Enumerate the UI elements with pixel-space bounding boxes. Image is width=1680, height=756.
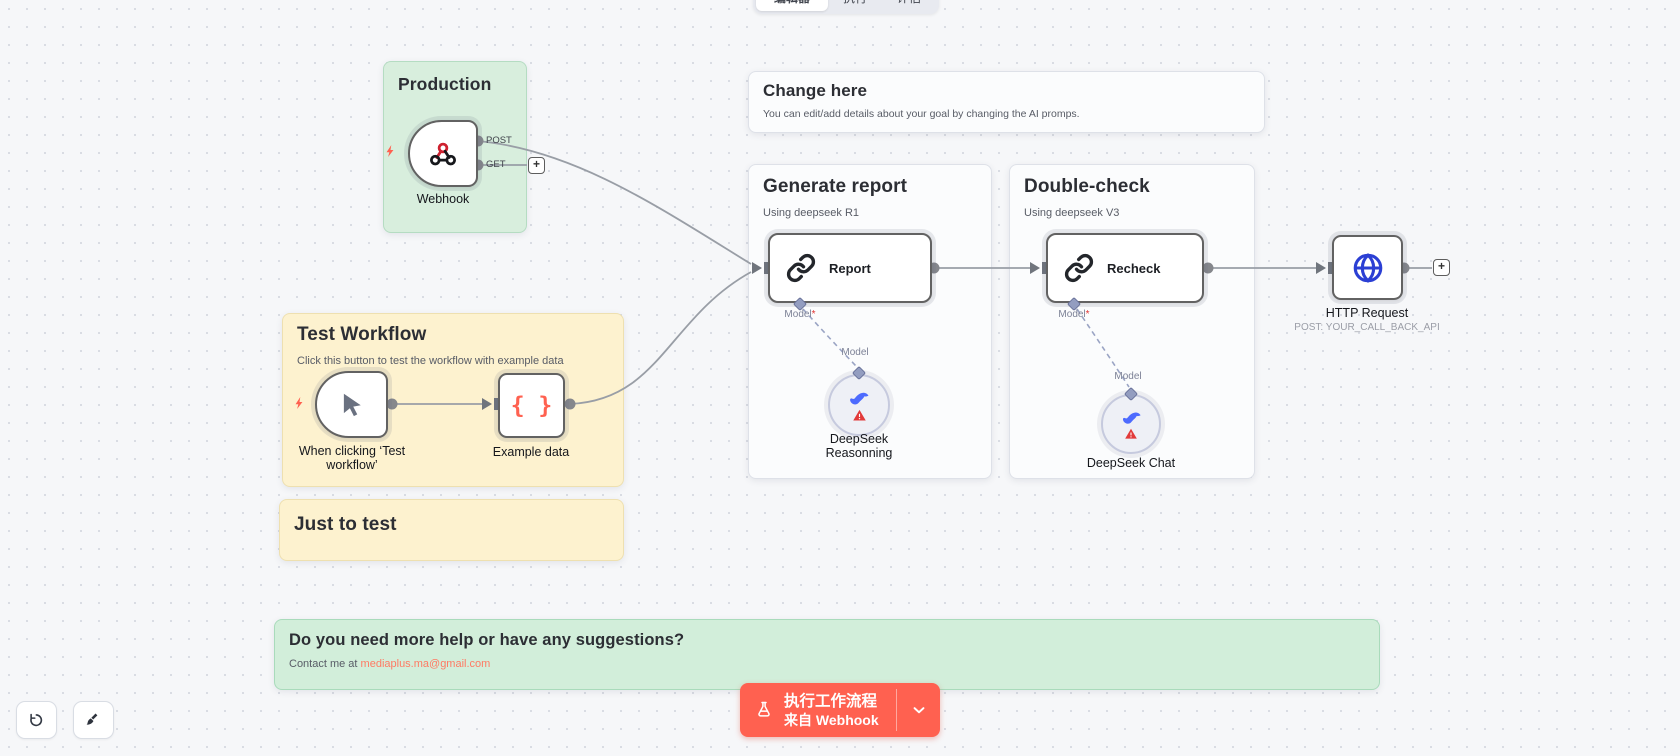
generate-report-title: Generate report bbox=[763, 176, 908, 197]
production-title: Production bbox=[398, 74, 492, 94]
sticky-help[interactable]: Do you need more help or have any sugges… bbox=[274, 619, 1380, 690]
model-connection-label-2: Model bbox=[1114, 371, 1142, 382]
report-node-label: Report bbox=[829, 260, 871, 276]
flask-icon bbox=[754, 700, 774, 720]
double-check-subtitle: Using deepseek V3 bbox=[1024, 207, 1120, 219]
sticky-production[interactable]: Production bbox=[383, 61, 527, 233]
report-model-label: Model* bbox=[784, 309, 816, 320]
warning-icon bbox=[852, 408, 867, 423]
webhook-node[interactable] bbox=[408, 120, 478, 187]
connection-recheck-model bbox=[1076, 308, 1130, 388]
warning-icon bbox=[1124, 427, 1138, 441]
braces-icon: { } bbox=[510, 392, 553, 419]
add-node-button-http[interactable]: + bbox=[1433, 259, 1450, 276]
example-data-output-port[interactable] bbox=[564, 398, 576, 410]
input-arrows bbox=[482, 262, 1332, 410]
deepseek-reasonning-label: DeepSeek Reasonning bbox=[825, 432, 893, 460]
http-request-node-label: HTTP Request bbox=[1325, 306, 1409, 320]
report-node[interactable]: Report bbox=[768, 233, 932, 303]
recheck-node[interactable]: Recheck bbox=[1046, 233, 1204, 303]
sticky-just-to-test[interactable]: Just to test bbox=[279, 499, 624, 561]
recheck-node-label: Recheck bbox=[1107, 260, 1161, 276]
execute-button-divider bbox=[896, 689, 897, 731]
http-request-node-sublabel: POST: YOUR_CALL_BACK_API bbox=[1294, 322, 1440, 333]
example-data-node[interactable]: { } bbox=[498, 373, 565, 438]
port-label-post: POST bbox=[486, 135, 512, 146]
tidy-up-button[interactable] bbox=[73, 701, 114, 739]
execute-options-dropdown[interactable] bbox=[897, 683, 940, 737]
when-clicking-node-label: When clicking ‘Test workflow’ bbox=[298, 444, 406, 472]
execute-button-line1: 执行工作流程 bbox=[784, 692, 878, 710]
port-label-get: GET bbox=[486, 159, 506, 170]
help-contact-prefix: Contact me at bbox=[289, 658, 361, 670]
webhook-node-label: Webhook bbox=[416, 192, 470, 206]
tab-executions[interactable]: 执行 bbox=[828, 0, 882, 11]
webhook-trigger-bolt-icon bbox=[384, 144, 396, 158]
recheck-output-port[interactable] bbox=[1202, 262, 1214, 274]
help-title: Do you need more help or have any sugges… bbox=[289, 631, 685, 649]
execute-workflow-button[interactable]: 执行工作流程 来自 Webhook bbox=[740, 683, 896, 737]
change-here-body: You can edit/add details about your goal… bbox=[763, 108, 1080, 120]
deepseek-chat-label: DeepSeek Chat bbox=[1086, 456, 1176, 470]
globe-icon bbox=[1351, 251, 1385, 285]
model-connections bbox=[802, 308, 1130, 388]
deepseek-chat-node[interactable] bbox=[1101, 394, 1161, 454]
execute-workflow-button-group: 执行工作流程 来自 Webhook bbox=[740, 683, 940, 737]
connection-report-model bbox=[802, 308, 857, 367]
tab-editor[interactable]: 编辑器 bbox=[756, 0, 828, 11]
chain-icon bbox=[786, 253, 816, 283]
when-clicking-node[interactable] bbox=[315, 371, 388, 438]
chevron-down-icon bbox=[910, 701, 928, 719]
connection-webhook-post-report bbox=[477, 140, 752, 265]
change-here-title: Change here bbox=[763, 81, 868, 100]
webhook-icon bbox=[427, 138, 459, 170]
cursor-icon bbox=[337, 390, 367, 420]
connections bbox=[392, 140, 1432, 405]
http-request-node[interactable] bbox=[1332, 235, 1403, 300]
add-node-button-webhook[interactable]: + bbox=[528, 157, 545, 174]
test-workflow-title: Test Workflow bbox=[297, 324, 427, 345]
sticky-change-here[interactable]: Change here You can edit/add details abo… bbox=[748, 71, 1265, 133]
example-data-node-label: Example data bbox=[492, 445, 570, 459]
view-tabbar: 编辑器 执行 评估 bbox=[753, 0, 939, 14]
broom-icon bbox=[84, 711, 103, 730]
contact-email-link[interactable]: mediaplus.ma@gmail.com bbox=[360, 658, 491, 670]
just-to-test-title: Just to test bbox=[294, 514, 397, 535]
execute-button-line2: 来自 Webhook bbox=[784, 711, 879, 728]
model-connection-label-1: Model bbox=[841, 347, 869, 358]
tab-evaluations[interactable]: 评估 bbox=[882, 0, 936, 11]
double-check-title: Double-check bbox=[1024, 176, 1150, 197]
generate-report-subtitle: Using deepseek R1 bbox=[763, 207, 860, 219]
when-clicking-output-port[interactable] bbox=[386, 398, 398, 410]
help-contact-line: Contact me at mediaplus.ma@gmail.com bbox=[275, 658, 1379, 670]
manual-trigger-bolt-icon bbox=[293, 396, 305, 410]
undo-icon bbox=[27, 711, 46, 730]
undo-button[interactable] bbox=[16, 701, 57, 739]
deepseek-reasonning-node[interactable] bbox=[828, 374, 890, 436]
connection-example-report bbox=[569, 271, 752, 405]
test-workflow-subtitle: Click this button to test the workflow w… bbox=[297, 355, 564, 367]
chain-icon bbox=[1064, 253, 1094, 283]
recheck-model-label: Model* bbox=[1058, 309, 1090, 320]
